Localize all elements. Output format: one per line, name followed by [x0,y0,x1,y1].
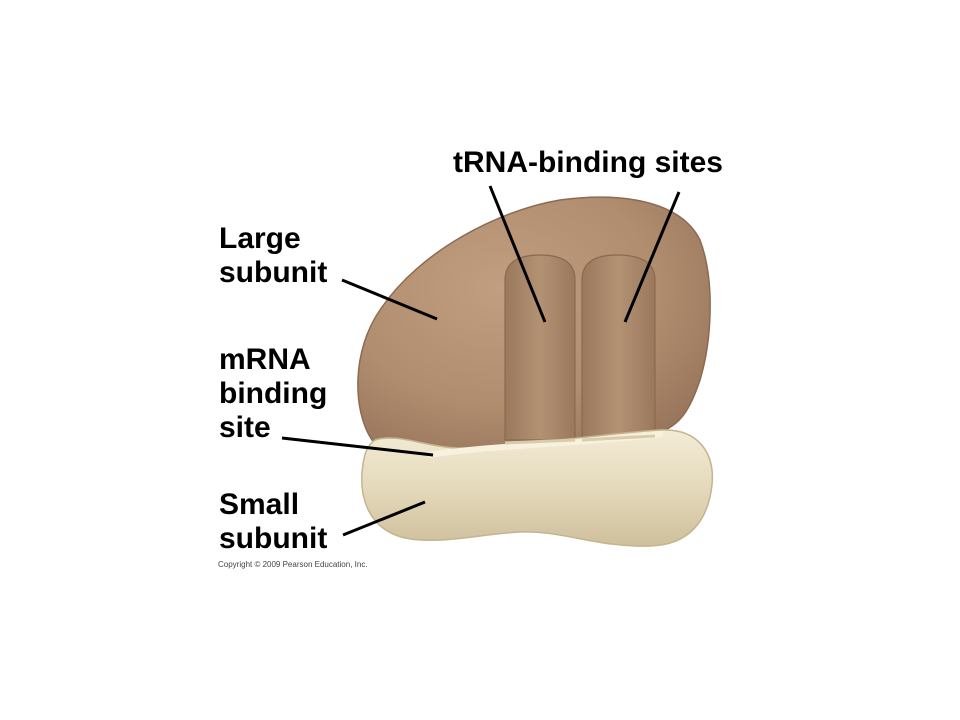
mrna-binding-site-label: mRNA binding site [219,343,328,444]
trna-leader-right [623,191,681,323]
large-subunit-label: Large subunit [219,222,328,289]
small-subunit-leader [342,500,426,537]
trna-binding-sites-label: tRNA-binding sites [453,146,723,179]
trna-site-left [504,254,576,441]
trna-site-right [581,254,656,441]
mrna-leader [281,436,434,457]
large-subunit-leader [341,278,438,321]
leader-lines [281,185,681,537]
copyright-notice: Copyright © 2009 Pearson Education, Inc. [218,560,368,569]
trna-leader-left [488,185,547,323]
small-subunit-label: Small subunit [219,488,328,555]
